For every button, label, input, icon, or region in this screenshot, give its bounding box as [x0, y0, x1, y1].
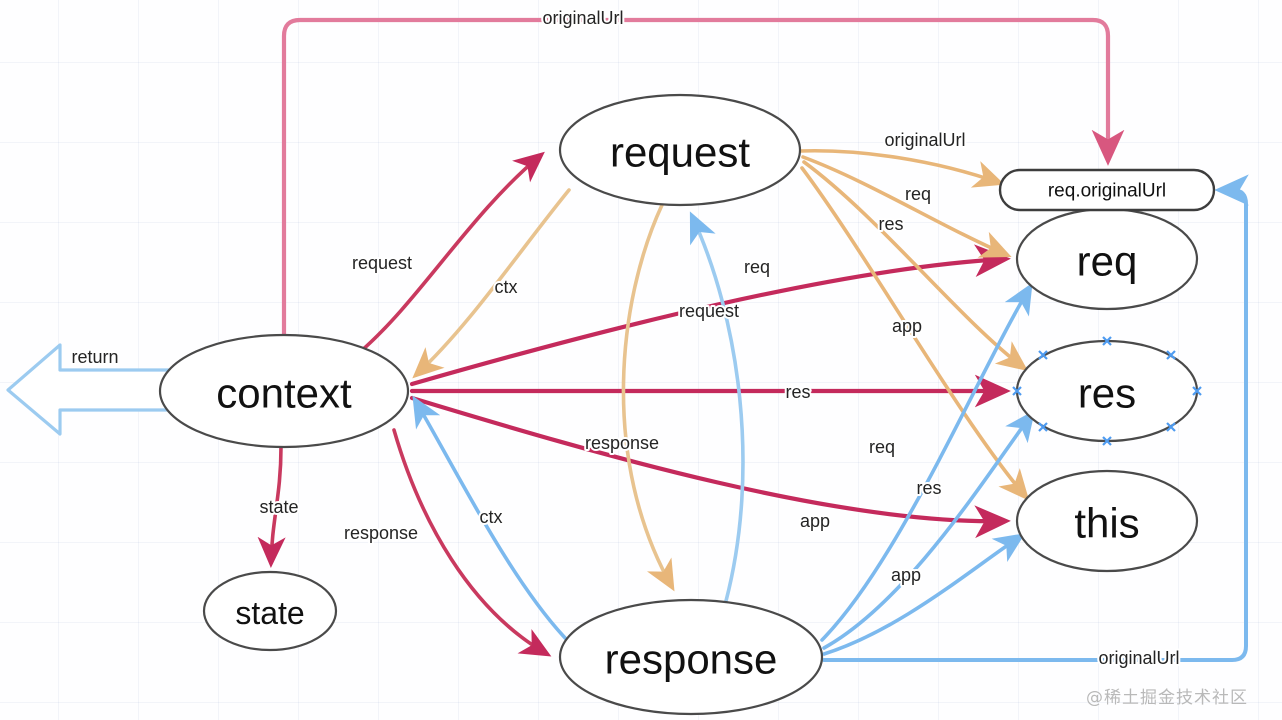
edge-request-req[interactable]	[801, 155, 1012, 258]
node-this-label: this	[1074, 500, 1139, 547]
edge-label-response-app-this: app	[891, 565, 921, 585]
node-this[interactable]: this	[1015, 469, 1199, 573]
node-req-label: req	[1077, 238, 1138, 285]
edge-response-request-up[interactable]	[689, 211, 745, 603]
node-response-label: response	[605, 636, 778, 683]
edge-response-ctx-context[interactable]	[412, 395, 569, 642]
edge-context-req[interactable]	[409, 244, 1011, 387]
edge-request-response-down[interactable]	[621, 203, 675, 592]
node-res-label: res	[1078, 370, 1136, 417]
node-request-label: request	[610, 129, 750, 176]
node-state-shape	[202, 570, 338, 652]
edge-label-request-originalurl: originalUrl	[884, 130, 965, 150]
edge-label-context-request: request	[352, 253, 412, 273]
edge-label-context-app-this: app	[800, 511, 830, 531]
edge-response-res[interactable]	[822, 409, 1036, 650]
node-layer: context request response state req	[158, 93, 1216, 716]
node-req-originalurl[interactable]: req.originalUrl	[998, 168, 1216, 212]
edge-label-context-originalurl-req: originalUrl	[542, 8, 623, 28]
edge-label-request-app-this: app	[892, 316, 922, 336]
edge-context-response[interactable]	[392, 428, 552, 657]
edge-context-state[interactable]	[257, 445, 286, 569]
node-this-shape	[1015, 469, 1199, 573]
return-arrow-shape	[6, 343, 174, 436]
node-req[interactable]: req	[1015, 207, 1199, 311]
node-context-label: context	[216, 370, 352, 417]
edge-label-request-ctx-context: ctx	[494, 277, 517, 297]
node-res-selection-handles[interactable]	[1012, 336, 1202, 446]
node-req-originalurl-shape	[998, 168, 1216, 212]
edge-context-request[interactable]	[358, 151, 545, 354]
edge-label-context-req: req	[744, 257, 770, 277]
edge-context-app-this[interactable]	[409, 395, 1011, 539]
node-state-label: state	[235, 595, 304, 631]
node-request-shape	[558, 93, 802, 207]
edge-label-request-res: res	[878, 214, 903, 234]
edge-layer	[257, 17, 1249, 662]
node-res[interactable]: res	[1012, 336, 1202, 446]
node-state[interactable]: state	[202, 570, 338, 652]
edge-label-request-req: req	[905, 184, 931, 204]
edge-label-response-request-up: request	[679, 301, 739, 321]
edge-response-app-this[interactable]	[822, 533, 1026, 656]
edge-label-context-state: state	[259, 497, 298, 517]
node-request[interactable]: request	[558, 93, 802, 207]
return-arrow-label: return	[71, 347, 118, 367]
edge-response-originalurl[interactable]	[822, 174, 1249, 662]
node-context[interactable]: context	[158, 333, 410, 449]
node-response[interactable]: response	[558, 598, 824, 716]
edge-request-originalurl[interactable]	[798, 148, 1005, 188]
edge-label-response-ctx-context: ctx	[479, 507, 502, 527]
edge-label-context-response: response	[344, 523, 418, 543]
edge-label-context-res: res	[785, 382, 810, 402]
edge-label-response-originalurl: originalUrl	[1098, 648, 1179, 668]
edge-context-originalurl-req[interactable]	[281, 17, 1125, 339]
edge-label-response-res: res	[916, 478, 941, 498]
node-response-shape	[558, 598, 824, 716]
edge-label-layer: originalUrl request ctx req res app stat…	[257, 6, 1181, 670]
edge-label-request-response-down: response	[585, 433, 659, 453]
edge-request-ctx-context[interactable]	[412, 188, 571, 379]
return-arrow[interactable]	[6, 343, 174, 436]
node-context-shape	[158, 333, 410, 449]
watermark: @稀土掘金技术社区	[1086, 688, 1248, 708]
edge-response-req[interactable]	[820, 282, 1033, 642]
edge-label-response-req: req	[869, 437, 895, 457]
node-req-originalurl-label: req.originalUrl	[1048, 181, 1166, 202]
